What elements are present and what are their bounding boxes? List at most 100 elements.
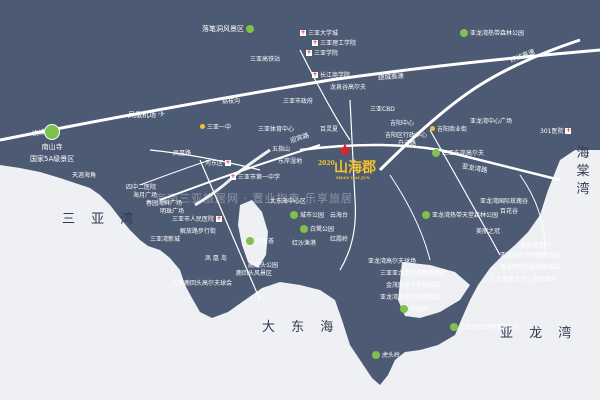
poi-chengshi: 城市公园 (290, 210, 324, 219)
poi-hbt: 三亚高铁站 (250, 54, 280, 63)
poi-jinyu: 三亚湾红树林度假世界 (450, 322, 520, 331)
inner-road-4 (299, 49, 351, 141)
poi-label: 四中二医院 (126, 184, 157, 191)
poi-dangjiang: 大东海中心区 (270, 196, 306, 205)
poi-sanya-cbd: 三亚CBD (370, 104, 395, 113)
poi-fenghuang-rd: 凤凰路 (173, 148, 191, 157)
poi-label: 三亚体育中心 (258, 126, 295, 133)
poi-label: 海月广场 (133, 192, 158, 199)
poi-zhongxin: 吉阳中心 (390, 118, 414, 127)
poi-label: 亚龙湾铂尔曼度假酒店 (500, 264, 561, 271)
poi-label: 明珠广场 (160, 208, 185, 215)
tree-icon (246, 25, 254, 33)
poi-label: 亚龙湾热带森林公园 (470, 30, 525, 37)
yadong-road (299, 143, 561, 182)
poi-label: 白鹭公园 (310, 226, 335, 233)
airplane-icon: ✈ (158, 110, 166, 120)
poi-dot (200, 124, 205, 129)
poi-sizhong: 四中二医院 (126, 182, 156, 191)
yingbin-road (159, 144, 321, 201)
project-subtitle: SHAN HAI JUN (336, 175, 371, 180)
poi-zhengfu: 三亚市政府 (283, 96, 313, 105)
poi-yalong-hotel: 三亚亚龙湾万豪度假酒店 (380, 268, 446, 277)
poi-label: 凤凰机场 (128, 111, 156, 119)
poi-haiyang: 亚龙湾喜来登度假酒店 (380, 292, 440, 301)
poi-label: 五指山 (272, 146, 291, 153)
poi-label: 百花谷 (500, 208, 519, 215)
poi-huweiling: 虎头岭 (372, 350, 400, 359)
poi-label: 城市公园 (300, 212, 325, 219)
poi-label: 三亚大学城 (308, 30, 339, 37)
poi-label: 亚龙湾希尔顿度假酒店 (500, 252, 561, 259)
inner-road-3 (429, 129, 501, 256)
poi-label: 东岸湿地 (278, 158, 303, 165)
poi-baihuagu: 百花谷 (500, 206, 518, 215)
hospital-icon: + (565, 126, 572, 134)
poi-xinhu: 三亚湾新城 (150, 234, 180, 243)
poi-haiyue: 海月广场 (133, 190, 157, 199)
poi-label: 三亚湾红树林度假世界 (460, 324, 521, 331)
poi-meiligu: 美丽之冠 (476, 226, 500, 235)
haitang-bay-label: 海棠湾 (576, 146, 590, 197)
poi-label: 亚龙湾国际玫瑰谷 (480, 198, 529, 205)
poi-bailu: 白鹭公园 (300, 224, 334, 233)
poi-label: 长江商学院 (320, 72, 351, 79)
poi-label: 三亚市政府 (283, 98, 314, 105)
nanshan-label: 南山寺 (41, 143, 63, 151)
poi-baishi: 白石岭 (400, 304, 428, 313)
poi-label: 解放路步行街 (180, 228, 217, 235)
hospital-icon: + (225, 158, 232, 166)
poi-label: 美丽之冠 (476, 228, 501, 235)
poi-quyu: 亚龙湾国际玫瑰谷 (480, 196, 528, 205)
poi-label: 凤 凰 岛 (205, 255, 227, 262)
tree-icon (290, 210, 298, 219)
hospital-icon: + (306, 48, 312, 56)
poi-label: 鹿回头公园 (248, 262, 279, 269)
scenic-label: 落笔洞风景区 (202, 25, 244, 33)
poi-label: 亚龙湾中心广场 (470, 118, 513, 125)
tianya-scenic: 天涯海角 (72, 170, 96, 179)
project-name: 山海郡 (334, 160, 376, 176)
hospital-icon: + (312, 38, 318, 46)
dadong-sea-label: 大 东 海 (262, 320, 340, 335)
poi-label: 红霞岭 (330, 236, 349, 243)
poi-mingzhu: 明珠广场 (160, 206, 184, 215)
poi-jiyang-shangye: 吉阳商业街 (430, 124, 467, 133)
hospital-icon: + (230, 172, 236, 180)
project-year: 2020 (318, 160, 335, 167)
inner-road-2 (339, 99, 357, 271)
poi-yalong-bandao: 亚龙湾铂尔曼度假酒店 (500, 262, 560, 271)
poi-changjiang: +长江商学院 (312, 70, 350, 79)
poi-dot (430, 126, 435, 131)
hospital-icon: + (300, 28, 306, 36)
tree-icon (246, 236, 254, 245)
poi-label: 三亚市第一中学 (238, 174, 281, 181)
poi-label: 虎头岭 (382, 352, 401, 359)
yalong-inlet (398, 262, 470, 318)
poi-sanya-zhongxue: +三亚市第一中学 (230, 172, 280, 181)
poi-label: 亚龙湾壹号 (520, 242, 551, 249)
poi-hongxia: 红霞岭 (330, 234, 348, 243)
poi-yunhai: 云海台 (330, 210, 348, 219)
poi-ylongnt: 亚龙湾壹号 (520, 240, 550, 249)
temple-icon (44, 124, 61, 140)
poi-hedong: 河东区+ (205, 158, 232, 167)
inner-road-1 (149, 149, 261, 171)
inner-road-5 (199, 159, 261, 301)
poi-label: 三亚CBD (370, 106, 395, 113)
poi-label: 红沙渔港 (292, 240, 317, 247)
raocheng-highway (0, 48, 600, 142)
poi-yalong-mall: 亚龙湾中心广场 (470, 116, 512, 125)
poi-ligong: +三亚理工学院 (312, 38, 356, 47)
poi-liyang: 荔枝沟 (222, 96, 240, 105)
poi-label: 亚龙湾热带天堂森林公园 (432, 212, 499, 219)
poi-sanya-daxue: +三亚大学城 (300, 28, 338, 37)
tree-icon (400, 304, 408, 313)
poi-label: 301医院 (540, 128, 564, 135)
inner-road-6 (519, 174, 546, 251)
poi-jiefang: 解放路步行街 (180, 226, 216, 235)
poi-label: 吉阳商业街 (437, 126, 468, 133)
poi-label: 三亚东岸高尔夫 (442, 150, 485, 157)
dadong-inlet (238, 200, 268, 268)
poi-label: 三亚理工学院 (320, 40, 357, 47)
